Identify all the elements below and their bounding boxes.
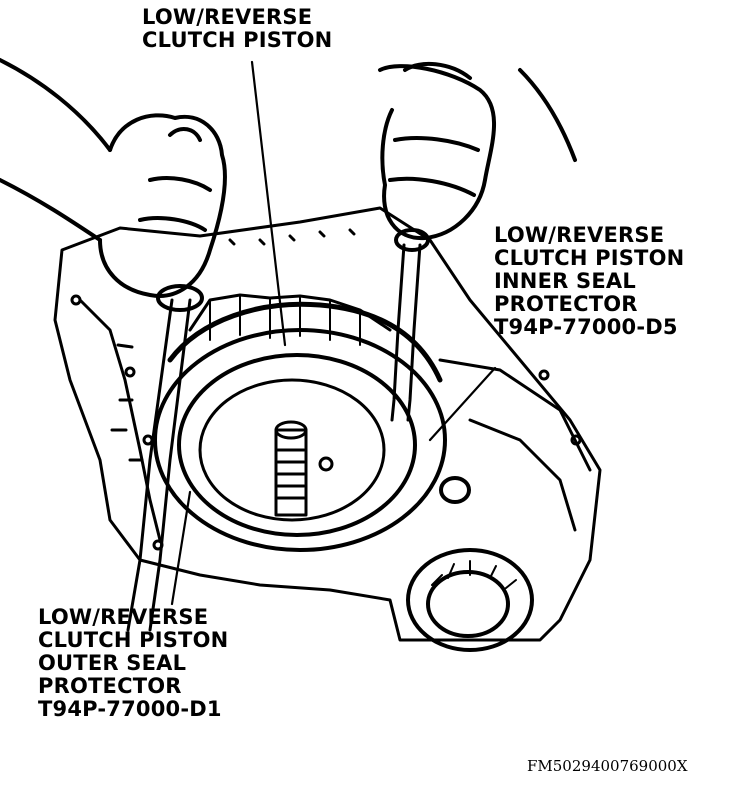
label-inner-seal-protector: LOW/REVERSE CLUTCH PISTON INNER SEAL PRO… [494, 224, 684, 339]
label-line: LOW/REVERSE [38, 605, 209, 629]
figure-id: FM5029400769000X [527, 757, 688, 775]
servo-bore [406, 476, 534, 652]
clutch-housing [153, 293, 447, 552]
leader-lines [170, 60, 497, 606]
center-shaft [274, 420, 334, 517]
label-line: T94P-77000-D5 [494, 315, 678, 339]
label-line: LOW/REVERSE [494, 223, 665, 247]
label-line: INNER SEAL [494, 269, 636, 293]
label-line: PROTECTOR [38, 674, 182, 698]
seal-protector-tools [126, 243, 422, 632]
transmission-case [53, 206, 602, 642]
label-outer-seal-protector: LOW/REVERSE CLUTCH PISTON OUTER SEAL PRO… [38, 606, 228, 721]
label-line: T94P-77000-D1 [38, 697, 222, 721]
label-low-reverse-clutch-piston: LOW/REVERSE CLUTCH PISTON [142, 6, 332, 52]
label-line: PROTECTOR [494, 292, 638, 316]
label-line: OUTER SEAL [38, 651, 187, 675]
left-hand [0, 58, 227, 312]
label-line: CLUTCH PISTON [142, 28, 333, 52]
right-hand [378, 61, 577, 252]
label-line: LOW/REVERSE [142, 5, 313, 29]
label-line: CLUTCH PISTON [494, 246, 685, 270]
label-line: CLUTCH PISTON [38, 628, 229, 652]
